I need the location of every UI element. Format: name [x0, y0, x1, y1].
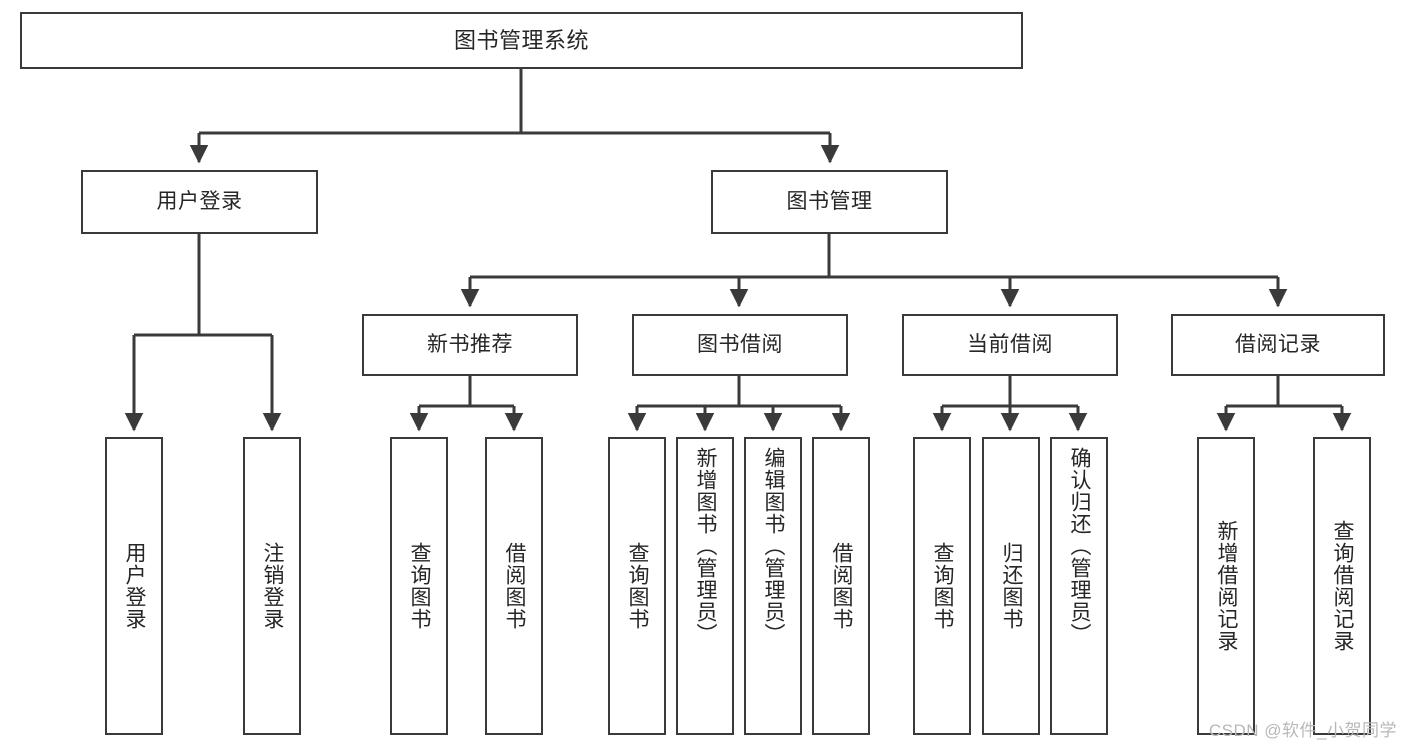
node-label: 用户登录 [156, 189, 243, 213]
node-label: 新书推荐 [427, 332, 513, 356]
node-book-management[interactable]: 图书管理 [711, 170, 948, 234]
leaf-user-login-signin[interactable]: 用户登录 [105, 437, 163, 735]
node-borrow-record[interactable]: 借阅记录 [1171, 314, 1385, 376]
node-label: 查询借阅记录 [1331, 520, 1355, 652]
node-label: 查询图书 [408, 542, 432, 630]
node-label: 查询图书 [931, 542, 955, 630]
node-label: 注销登录 [261, 542, 285, 630]
watermark-text: CSDN @软件_小贺同学 [1208, 721, 1397, 740]
node-root-system[interactable]: 图书管理系统 [20, 12, 1023, 69]
leaf-current-confirm-return-admin[interactable]: 确认归还（管理员） [1050, 437, 1108, 735]
leaf-recommend-borrow-book[interactable]: 借阅图书 [485, 437, 543, 735]
leaf-borrow-edit-book-admin[interactable]: 编辑图书（管理员） [744, 437, 802, 735]
node-new-book-recommend[interactable]: 新书推荐 [362, 314, 578, 376]
leaf-recommend-query-book[interactable]: 查询图书 [390, 437, 448, 735]
node-label: 新增借阅记录 [1215, 520, 1239, 652]
leaf-record-query-record[interactable]: 查询借阅记录 [1313, 437, 1371, 735]
node-label: 归还图书 [1000, 542, 1024, 630]
node-label: 用户登录 [123, 542, 147, 630]
leaf-borrow-borrow-book[interactable]: 借阅图书 [812, 437, 870, 735]
node-label: 图书借阅 [697, 332, 783, 356]
leaf-current-return-book[interactable]: 归还图书 [982, 437, 1040, 735]
leaf-current-query-book[interactable]: 查询图书 [913, 437, 971, 735]
leaf-borrow-query-book[interactable]: 查询图书 [608, 437, 666, 735]
node-label: 借阅图书 [503, 542, 527, 630]
node-current-borrow[interactable]: 当前借阅 [902, 314, 1118, 376]
node-label: 新增图书（管理员） [694, 447, 718, 645]
node-label: 确认归还（管理员） [1068, 447, 1092, 645]
node-label: 查询图书 [626, 542, 650, 630]
node-label: 借阅记录 [1235, 332, 1321, 356]
node-label: 当前借阅 [967, 332, 1053, 356]
leaf-borrow-add-book-admin[interactable]: 新增图书（管理员） [676, 437, 734, 735]
node-user-login[interactable]: 用户登录 [81, 170, 318, 234]
leaf-record-add-record[interactable]: 新增借阅记录 [1197, 437, 1255, 735]
node-label: 图书管理 [786, 189, 873, 213]
node-label: 图书管理系统 [453, 27, 589, 53]
node-label: 借阅图书 [830, 542, 854, 630]
leaf-user-login-signout[interactable]: 注销登录 [243, 437, 301, 735]
node-book-borrow[interactable]: 图书借阅 [632, 314, 848, 376]
node-label: 编辑图书（管理员） [762, 447, 786, 645]
